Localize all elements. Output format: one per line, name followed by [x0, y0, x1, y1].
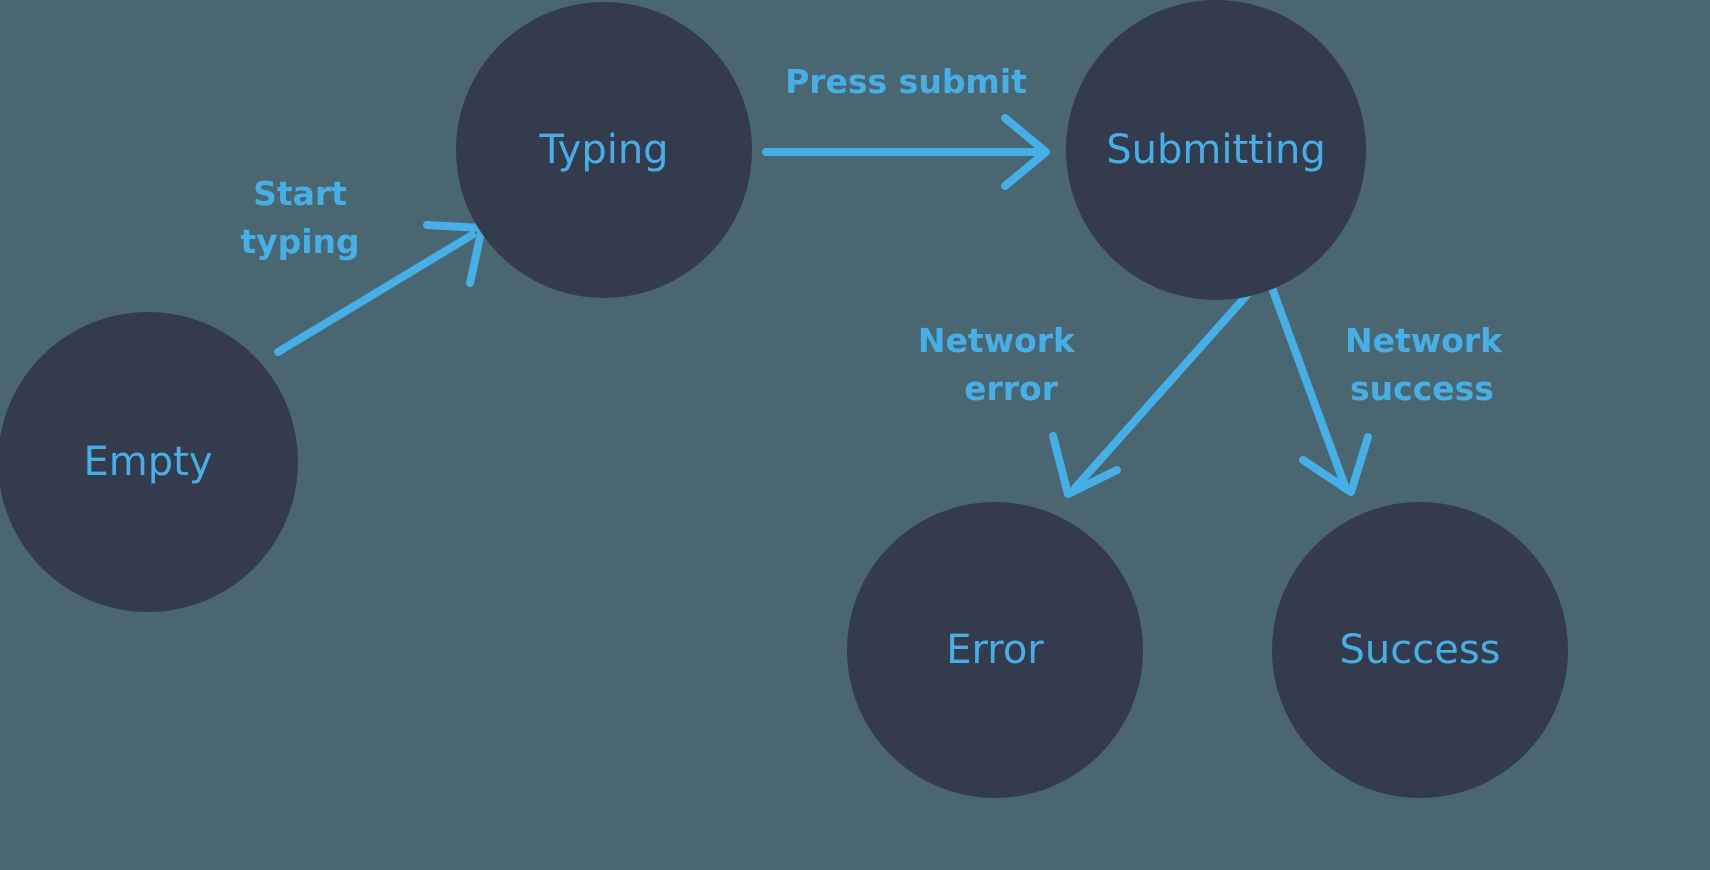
state-node-submitting-label: Submitting — [1106, 127, 1325, 173]
transition-network-success — [1268, 284, 1372, 496]
state-node-empty-label: Empty — [84, 439, 213, 485]
network-error-arrow-shaft — [1071, 291, 1251, 492]
state-node-empty[interactable]: Empty — [0, 312, 298, 612]
state-node-success[interactable]: Success — [1272, 502, 1568, 798]
start-typing-arrow-shaft — [274, 231, 476, 356]
state-node-success-circle[interactable] — [1272, 502, 1568, 798]
state-node-submitting-circle[interactable] — [1066, 0, 1366, 300]
state-node-empty-circle[interactable] — [0, 312, 298, 612]
transition-network-error — [1049, 291, 1251, 498]
state-node-error-label: Error — [946, 627, 1044, 673]
transition-label-start-typing-line1: Start — [253, 174, 347, 213]
state-node-typing-circle[interactable] — [456, 2, 752, 298]
network-error-arrow-head — [1049, 432, 1121, 498]
state-node-error-circle[interactable] — [847, 502, 1143, 798]
transition-label-network-error-line1: Network — [918, 321, 1076, 360]
state-node-typing-label: Typing — [538, 127, 668, 173]
state-node-submitting[interactable]: Submitting — [1066, 0, 1366, 300]
state-node-typing[interactable]: Typing — [456, 2, 752, 298]
transition-label-network-success-line2: success — [1350, 369, 1494, 408]
transition-label-press-submit-line1: Press submit — [785, 62, 1027, 101]
transition-label-start-typing-line2: typing — [240, 222, 359, 261]
network-success-arrow-head — [1299, 433, 1372, 496]
press-submit-arrow-head — [1001, 114, 1050, 190]
state-node-error[interactable]: Error — [847, 502, 1143, 798]
transition-label-network-success-line1: Network — [1345, 321, 1503, 360]
network-success-arrow-shaft — [1268, 284, 1349, 490]
transition-press-submit — [762, 114, 1050, 190]
state-node-success-label: Success — [1339, 627, 1500, 673]
transition-label-network-error-line2: error — [964, 369, 1059, 408]
